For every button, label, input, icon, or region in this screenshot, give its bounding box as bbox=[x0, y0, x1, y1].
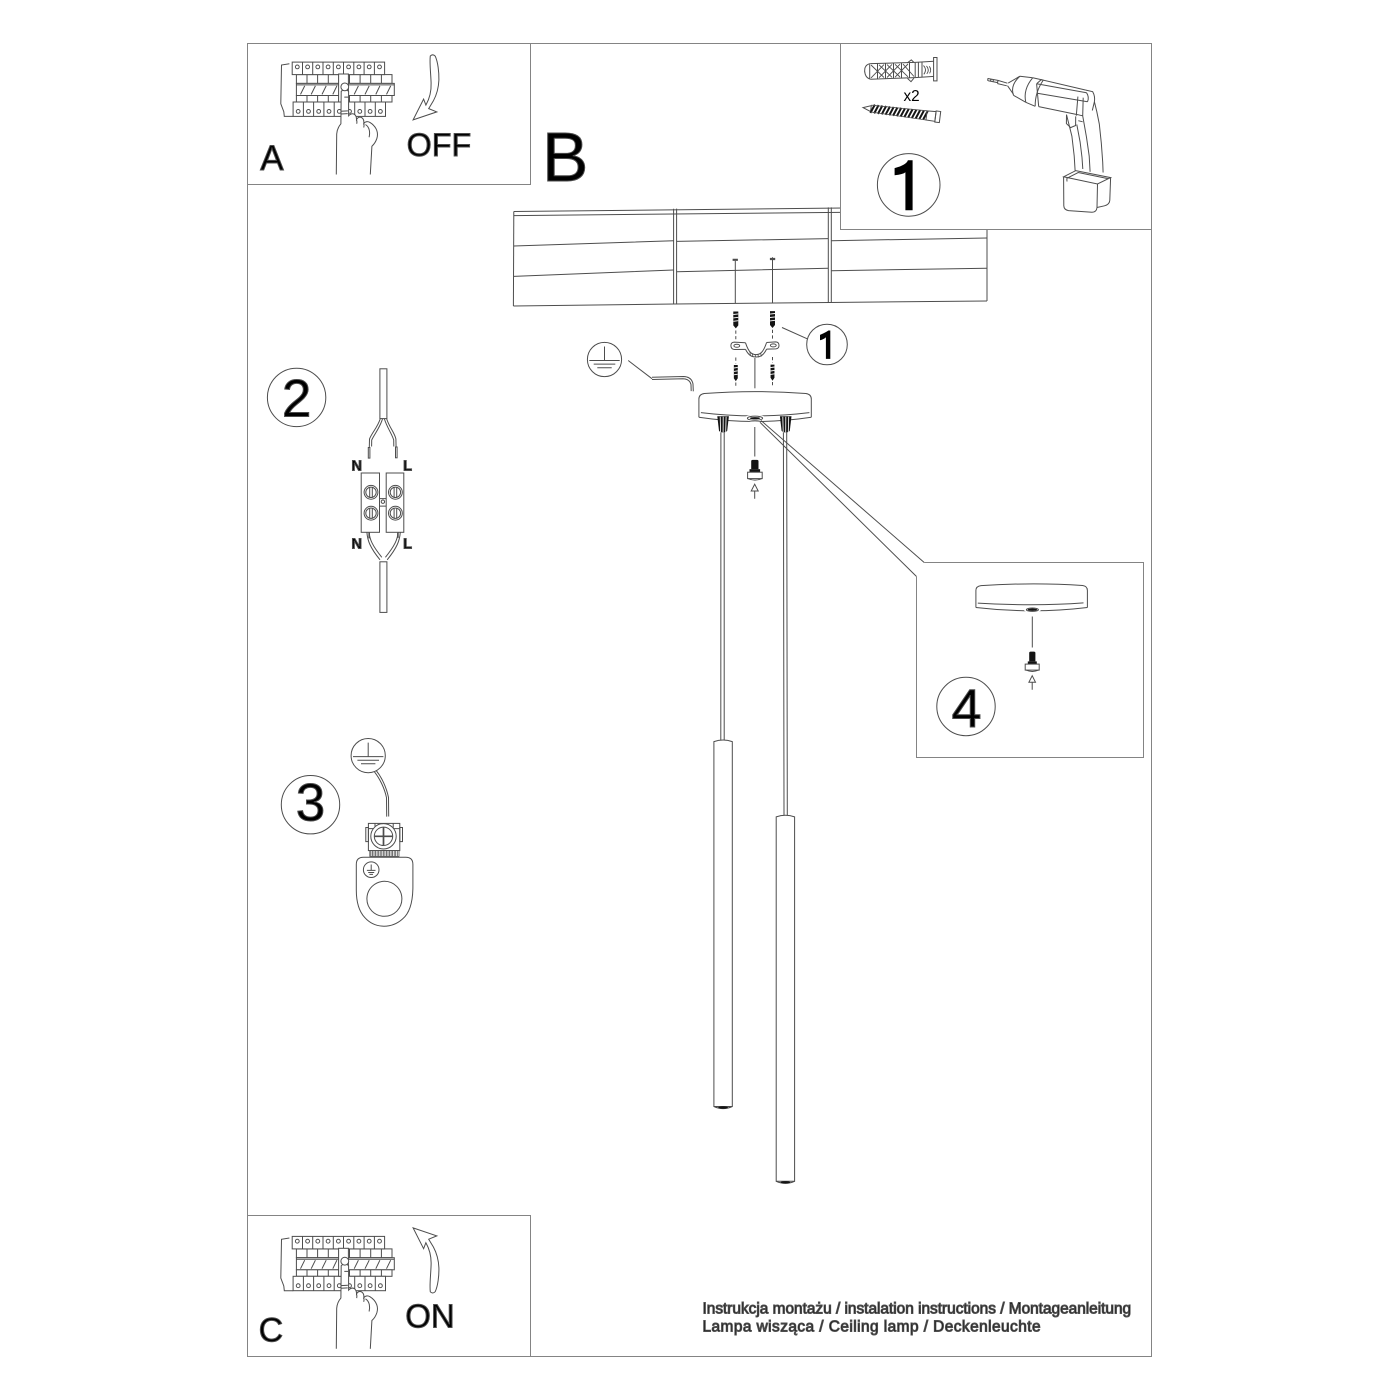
svg-text:4: 4 bbox=[951, 679, 981, 739]
svg-text:x2: x2 bbox=[904, 88, 920, 105]
svg-text:N: N bbox=[351, 458, 361, 474]
svg-text:A: A bbox=[260, 139, 284, 178]
svg-text:N: N bbox=[351, 536, 361, 552]
svg-text:Lampa wisząca / Ceiling lamp /: Lampa wisząca / Ceiling lamp / Deckenleu… bbox=[703, 1318, 1041, 1335]
svg-text:L: L bbox=[403, 458, 412, 474]
svg-text:OFF: OFF bbox=[407, 127, 472, 163]
svg-text:L: L bbox=[403, 536, 412, 552]
svg-text:2: 2 bbox=[282, 369, 311, 428]
svg-text:3: 3 bbox=[296, 774, 325, 833]
svg-text:Instrukcja montażu / instalati: Instrukcja montażu / instalation instruc… bbox=[703, 1301, 1132, 1318]
svg-text:B: B bbox=[542, 118, 588, 196]
svg-text:C: C bbox=[259, 1311, 284, 1349]
svg-text:ON: ON bbox=[405, 1297, 455, 1334]
